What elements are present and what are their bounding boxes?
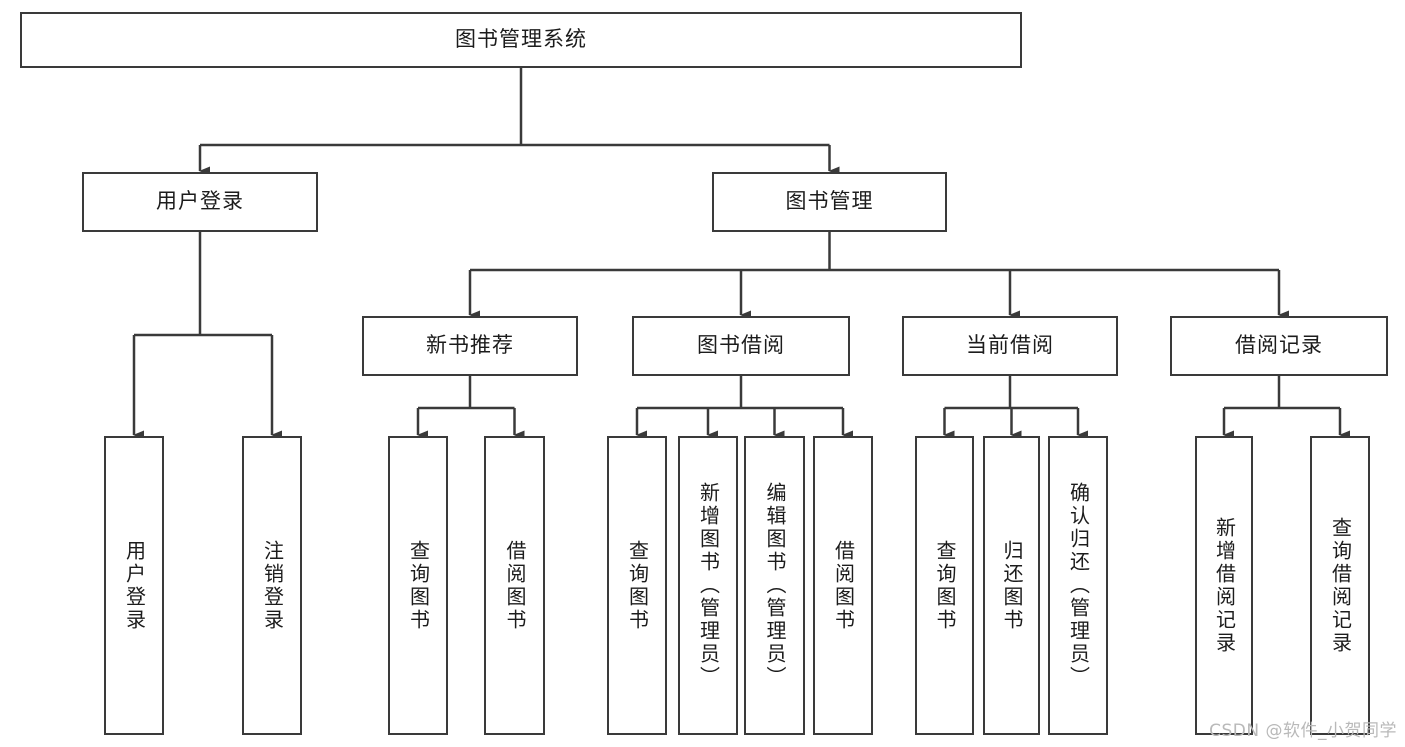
node-label: 图书管理系统 bbox=[455, 27, 587, 52]
node-leaf-borrow-query[interactable]: 查询图书 bbox=[607, 436, 667, 735]
node-leaf-user-login[interactable]: 用户登录 bbox=[104, 436, 164, 735]
node-label: 借阅图书 bbox=[503, 539, 527, 632]
node-new-book-rec[interactable]: 新书推荐 bbox=[362, 316, 578, 376]
node-label: 用户登录 bbox=[122, 539, 147, 632]
node-label: 确认归还（管理员） bbox=[1066, 482, 1091, 689]
node-label: 新书推荐 bbox=[426, 333, 514, 358]
node-leaf-borrow-edit[interactable]: 编辑图书（管理员） bbox=[744, 436, 805, 735]
node-leaf-borrow-lend[interactable]: 借阅图书 bbox=[813, 436, 873, 735]
watermark-text: CSDN @软件_小贺同学 bbox=[1209, 721, 1397, 741]
node-label: 图书管理 bbox=[785, 189, 874, 214]
node-book-borrow[interactable]: 图书借阅 bbox=[632, 316, 850, 376]
node-leaf-user-logout[interactable]: 注销登录 bbox=[242, 436, 302, 735]
node-root[interactable]: 图书管理系统 bbox=[20, 12, 1022, 68]
node-borrow-record[interactable]: 借阅记录 bbox=[1170, 316, 1388, 376]
node-label: 新增图书（管理员） bbox=[696, 482, 721, 689]
node-current-borrow[interactable]: 当前借阅 bbox=[902, 316, 1118, 376]
node-leaf-rec-query2[interactable]: 查询借阅记录 bbox=[1310, 436, 1370, 735]
node-label: 借阅记录 bbox=[1235, 333, 1323, 358]
node-label: 查询图书 bbox=[933, 539, 957, 632]
node-label: 新增借阅记录 bbox=[1212, 516, 1237, 655]
node-label: 图书借阅 bbox=[697, 333, 785, 358]
node-leaf-rec-add[interactable]: 新增借阅记录 bbox=[1195, 436, 1253, 735]
edge-group bbox=[132, 68, 1350, 440]
node-label: 注销登录 bbox=[260, 539, 285, 632]
node-label: 查询借阅记录 bbox=[1328, 516, 1353, 655]
node-leaf-cur-return[interactable]: 归还图书 bbox=[983, 436, 1040, 735]
node-book-manage[interactable]: 图书管理 bbox=[712, 172, 947, 232]
node-label: 查询图书 bbox=[625, 539, 650, 632]
node-user-login[interactable]: 用户登录 bbox=[82, 172, 318, 232]
node-leaf-cur-query[interactable]: 查询图书 bbox=[915, 436, 974, 735]
node-label: 当前借阅 bbox=[966, 333, 1054, 358]
node-leaf-rec-query[interactable]: 查询图书 bbox=[388, 436, 448, 735]
node-label: 查询图书 bbox=[406, 539, 431, 632]
node-leaf-cur-confirm[interactable]: 确认归还（管理员） bbox=[1048, 436, 1108, 735]
node-leaf-borrow-add[interactable]: 新增图书（管理员） bbox=[678, 436, 738, 735]
node-leaf-rec-borrow[interactable]: 借阅图书 bbox=[484, 436, 545, 735]
node-label: 借阅图书 bbox=[831, 539, 856, 632]
node-label: 编辑图书（管理员） bbox=[763, 482, 787, 689]
node-label: 归还图书 bbox=[1000, 539, 1024, 632]
node-label: 用户登录 bbox=[156, 189, 244, 214]
